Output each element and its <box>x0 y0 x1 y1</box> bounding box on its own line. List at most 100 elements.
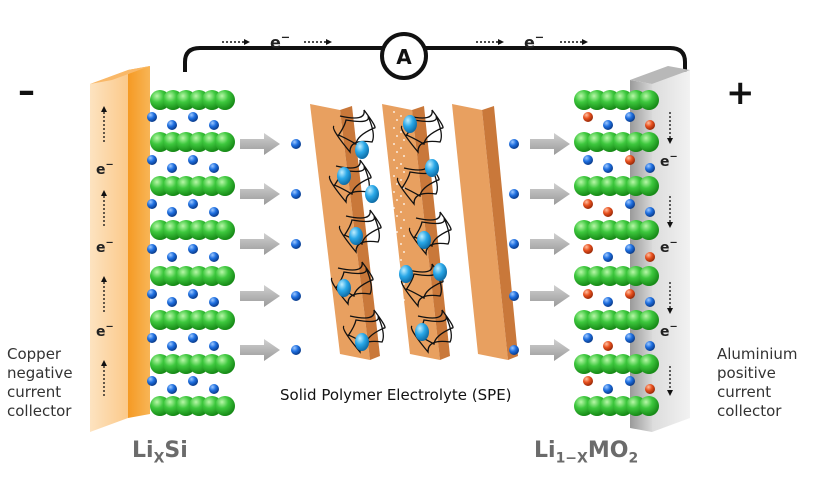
ion-flow-arrow <box>530 339 570 361</box>
separator-pore <box>403 283 405 285</box>
separator-pore <box>400 339 402 341</box>
aluminium-collector-label: Aluminium positive current collector <box>717 345 798 421</box>
anode-lithium-ion <box>188 199 198 209</box>
separator-pore <box>400 227 402 229</box>
anode-lithium-ion <box>147 289 157 299</box>
separator-pore <box>400 163 402 165</box>
separator-pore <box>396 135 398 137</box>
anode-collector-electron: e− <box>96 160 114 178</box>
anode-formula: LiXSi <box>132 438 188 466</box>
oxide-atom <box>639 90 659 110</box>
metal-ion <box>603 207 613 217</box>
separator-pore <box>393 143 395 145</box>
cathode-collector-electron: e− <box>660 322 678 340</box>
ion-flow-arrows <box>240 133 570 361</box>
separator-pore <box>403 299 405 301</box>
silicon-atom <box>215 310 235 330</box>
ammeter: A <box>380 32 428 80</box>
cathode-lithium-ion <box>625 244 635 254</box>
electrolyte-label: Solid Polymer Electrolyte (SPE) <box>280 386 512 404</box>
cathode-formula-subscript-2: 2 <box>628 450 639 467</box>
metal-ion <box>603 341 613 351</box>
separator-pore <box>396 279 398 281</box>
anode-lithium-ion <box>167 384 177 394</box>
circuit-wire <box>183 46 687 72</box>
separator-pore <box>393 127 395 129</box>
anode-lithium-ion <box>209 207 219 217</box>
migrating-lithium-ion <box>291 189 301 199</box>
cathode-lattice <box>574 90 659 416</box>
ion-flow-arrow <box>240 285 280 307</box>
anode-lithium-ion <box>209 252 219 262</box>
anode-lattice-row <box>150 132 235 152</box>
electron-flow-arrowhead <box>498 39 504 45</box>
separator-pore <box>403 347 405 349</box>
anode-lithium-ion <box>209 341 219 351</box>
cathode-lithium-ion <box>645 207 655 217</box>
anode-lithium-ion <box>167 120 177 130</box>
copper-current-collector <box>90 66 150 432</box>
separator-pore <box>396 199 398 201</box>
electrolyte-lithium-ion <box>337 279 351 297</box>
separator-pore <box>393 319 395 321</box>
anode-lattice-row <box>150 396 235 416</box>
ion-flow-arrow <box>240 133 280 155</box>
separator-pore <box>396 231 398 233</box>
cathode-lithium-ion <box>603 384 613 394</box>
anode-lattice-row <box>150 354 235 374</box>
oxide-atom <box>639 310 659 330</box>
metal-ion <box>583 199 593 209</box>
cathode-lattice-row <box>574 310 659 330</box>
cathode-lithium-ion <box>603 252 613 262</box>
metal-ion <box>625 289 635 299</box>
cathode-lithium-ion <box>625 333 635 343</box>
polymer-chain <box>338 209 382 254</box>
cathode-lattice-row <box>574 132 659 152</box>
separator-pore <box>393 207 395 209</box>
cathode-lithium-ion <box>625 376 635 386</box>
cathode-lattice-row <box>574 354 659 374</box>
cathode-lattice-row <box>574 396 659 416</box>
cathode-formula-tail: MO <box>587 438 629 463</box>
electrolyte-lithium-ion <box>415 323 429 341</box>
oxide-atom <box>639 220 659 240</box>
electrolyte-lithium-ion <box>355 141 369 159</box>
cathode-lattice-row <box>574 266 659 286</box>
separator-pore <box>396 183 398 185</box>
electrolyte-lithium-ion <box>433 263 447 281</box>
oxide-atom <box>639 396 659 416</box>
electrolyte-lithium-ion <box>349 227 363 245</box>
cathode-lattice-row <box>574 90 659 110</box>
separator-pore <box>393 255 395 257</box>
electrolyte-separator-3 <box>452 104 518 360</box>
anode-lattice-row <box>150 266 235 286</box>
ion-flow-arrow <box>530 133 570 155</box>
electrolyte-lithium-ion <box>365 185 379 203</box>
separator-pore <box>396 327 398 329</box>
separator-pore <box>403 203 405 205</box>
separator-pore <box>400 291 402 293</box>
migrating-lithium-ion <box>291 291 301 301</box>
separator-pore <box>393 335 395 337</box>
silicon-atom <box>215 132 235 152</box>
separator-pore <box>400 147 402 149</box>
separator-pore <box>400 323 402 325</box>
anode-lattice <box>150 90 235 416</box>
silicon-atom <box>215 176 235 196</box>
anode-lithium-ion <box>188 289 198 299</box>
copper-label-line-2: negative <box>7 364 73 382</box>
migrating-lithium-ion <box>509 189 519 199</box>
anode-lithium-ion <box>167 297 177 307</box>
anode-lithium-ion <box>209 120 219 130</box>
metal-ion <box>583 289 593 299</box>
electrolyte-lithium-ion <box>337 167 351 185</box>
ion-flow-arrow <box>530 233 570 255</box>
cathode-lattice-row <box>574 176 659 196</box>
anode-lithium-ion <box>147 376 157 386</box>
cathode-lithium-ion <box>645 163 655 173</box>
positive-terminal-sign: + <box>726 73 755 113</box>
separator-pore <box>393 271 395 273</box>
ammeter-symbol: A <box>396 45 412 69</box>
silicon-atom <box>215 354 235 374</box>
electrolyte-lithium-ion <box>403 115 417 133</box>
